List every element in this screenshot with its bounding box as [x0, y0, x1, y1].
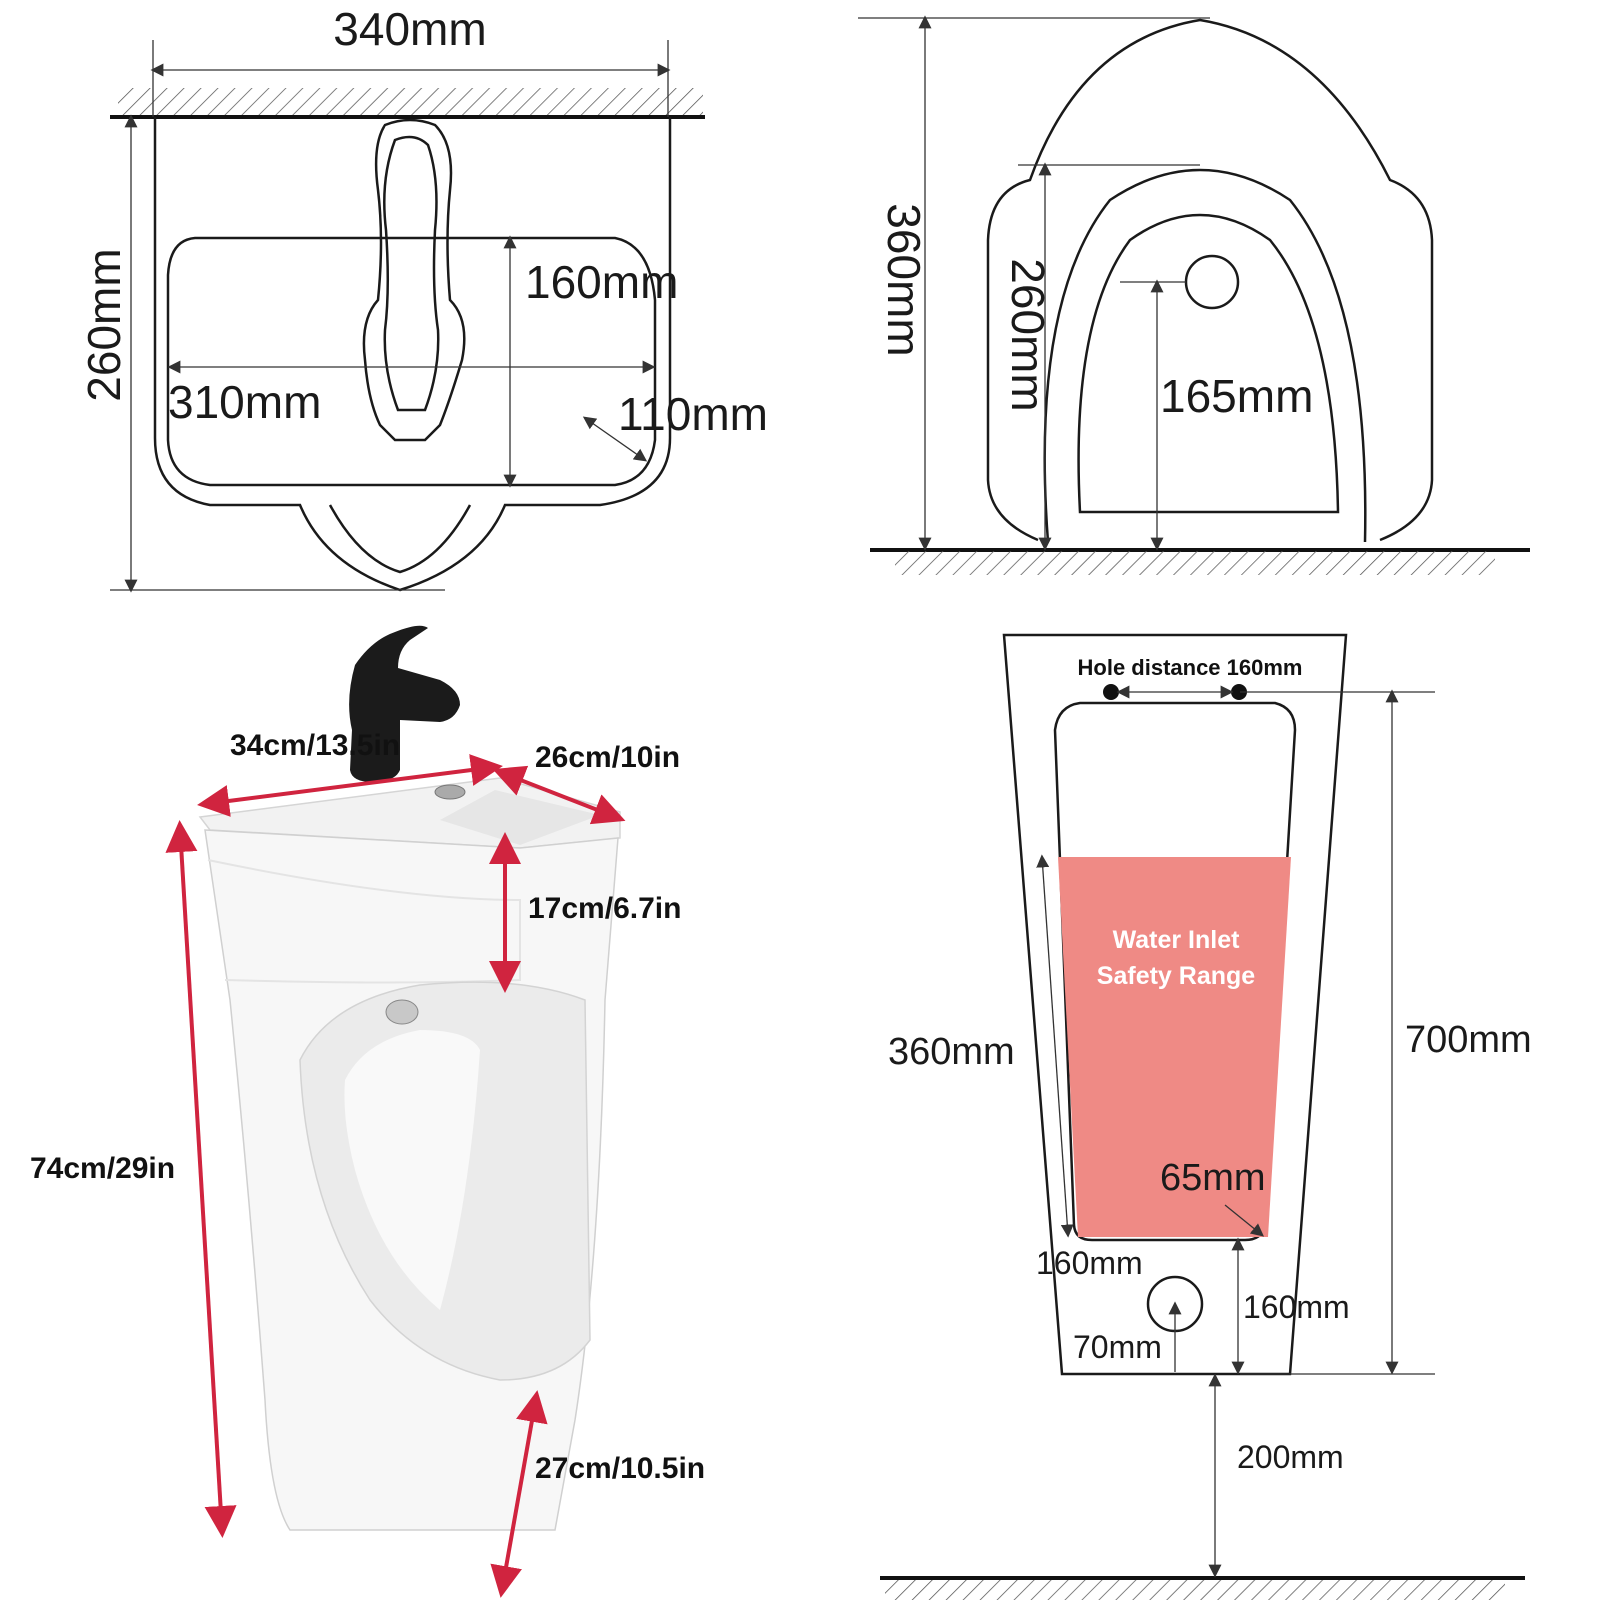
faucet-top-icon [362, 118, 466, 442]
basin-outline [166, 236, 657, 487]
faucet-icon [349, 625, 460, 782]
front-view: Hole distance 160mm Water Inlet Safety R… [880, 633, 1532, 1600]
label-17cm: 17cm/6.7in [528, 892, 681, 925]
top-view: 340mm 260mm 160mm 310mm 110mm [78, 3, 768, 593]
label-360: 360mm [878, 203, 930, 356]
hole-dot-right [1231, 684, 1247, 700]
label-360-front: 360mm [888, 1031, 1015, 1073]
sink-outline [153, 117, 672, 592]
shell-outline [986, 18, 1434, 542]
label-200: 200mm [1237, 1439, 1344, 1475]
label-34cm: 34cm/13.5in [230, 729, 400, 762]
bowl-highlight [344, 1030, 480, 1310]
dim-corner-line [582, 416, 648, 462]
floor-hatch [895, 551, 1495, 575]
label-160-left: 160mm [1036, 1245, 1143, 1281]
inlet-hole-icon [1184, 254, 1240, 310]
label-26cm: 26cm/10in [535, 741, 680, 774]
label-70: 70mm [1073, 1329, 1162, 1365]
drain-button-icon [434, 784, 466, 800]
water-inlet-zone [1058, 857, 1291, 1237]
dim-arrow-depth [492, 765, 626, 825]
front-basin [1053, 701, 1297, 1242]
label-310: 310mm [168, 376, 321, 428]
hole-dot-left [1103, 684, 1119, 700]
inner-arch-2 [1077, 213, 1340, 514]
label-260: 260mm [78, 248, 130, 401]
floor-hatch-2 [885, 1580, 1505, 1600]
label-27cm: 27cm/10.5in [535, 1452, 705, 1485]
dim-arrow-width [197, 754, 503, 817]
faucet-inner-icon [383, 135, 440, 412]
label-160-right: 160mm [1243, 1289, 1350, 1325]
label-160: 160mm [525, 256, 678, 308]
dim-65-line [1224, 1204, 1265, 1237]
label-65: 65mm [1160, 1157, 1266, 1199]
overflow-slot [328, 504, 472, 574]
label-700: 700mm [1405, 1019, 1532, 1061]
label-340: 340mm [333, 3, 486, 55]
label-74cm: 74cm/29in [30, 1152, 175, 1185]
wall-hatch [118, 88, 703, 116]
inner-arch [1043, 168, 1367, 543]
label-110: 110mm [618, 388, 768, 440]
zone-label-line1: Water Inlet [1113, 926, 1241, 954]
label-260-side: 260mm [1002, 258, 1054, 411]
side-view: 360mm 260mm 165mm [858, 15, 1530, 575]
dim-arrow-height [165, 820, 237, 1538]
zone-label-line2: Safety Range [1097, 962, 1255, 990]
dim-360-front-line [1036, 854, 1074, 1238]
dim-arrow-bottom [490, 1390, 548, 1598]
flush-valve-icon [385, 999, 419, 1025]
label-hole-distance: Hole distance 160mm [1078, 655, 1303, 680]
product-illustration: 34cm/13.5in 26cm/10in 17cm/6.7in 74cm/29… [30, 625, 705, 1598]
label-165: 165mm [1160, 370, 1313, 422]
